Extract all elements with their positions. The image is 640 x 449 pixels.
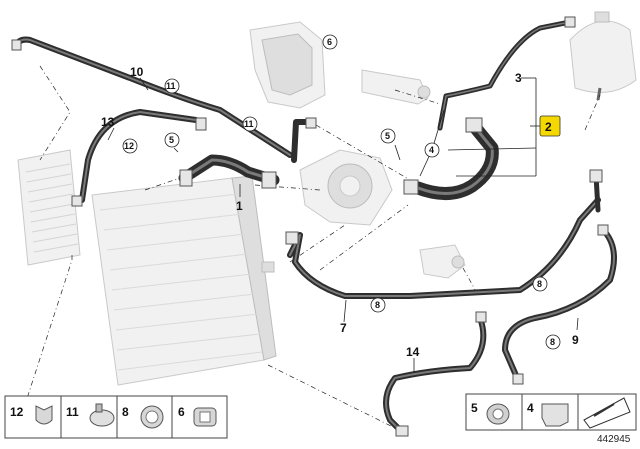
legend-label-8: 8	[122, 405, 129, 419]
water-pump	[299, 149, 393, 226]
hose-clamp-icon	[140, 405, 164, 429]
part-number-6: 6	[327, 37, 332, 47]
seal-arrow-icon	[583, 397, 631, 429]
part-number-4: 4	[429, 145, 434, 155]
legend-label-6: 6	[178, 405, 185, 419]
legend-right: 5 4	[465, 393, 637, 431]
part-number-5-left: 5	[169, 135, 174, 145]
part-number-9: 9	[572, 333, 579, 347]
part-number-11-b: 11	[244, 119, 254, 129]
document-id: 442945	[597, 434, 631, 445]
legend-label-12: 12	[10, 405, 24, 419]
legend-label-11: 11	[66, 405, 79, 419]
part-number-13: 13	[101, 115, 115, 129]
legend-label-5: 5	[471, 401, 478, 415]
main-radiator	[91, 175, 277, 386]
coupling-icon	[486, 403, 510, 425]
fittings	[11, 16, 609, 437]
legend-left: 12 11 8 6	[4, 395, 228, 439]
legend-label-4: 4	[527, 401, 534, 415]
bracket-clamp-icon	[541, 403, 569, 427]
auxiliary-radiator	[17, 149, 81, 266]
part-number-2: 2	[545, 120, 552, 134]
part-number-3: 3	[515, 71, 522, 85]
part-number-8-b: 8	[537, 279, 542, 289]
part-number-5-right: 5	[385, 131, 390, 141]
coolant-reservoir	[569, 11, 637, 101]
part-number-10: 10	[130, 65, 144, 79]
part-number-14: 14	[406, 345, 420, 359]
part-number-7: 7	[340, 321, 347, 335]
part-number-11-a: 11	[166, 81, 176, 91]
electric-pump	[419, 244, 466, 279]
clip-icon	[35, 405, 53, 425]
part-number-2-highlight: 2	[539, 115, 561, 137]
part-number-8-a: 8	[375, 300, 380, 310]
part-labels: 1 2 3 4 5 5 6 7 8 8 8 9 10 11 11 12 13 1…	[101, 34, 579, 359]
part-number-1: 1	[236, 199, 243, 213]
thermostat-part	[361, 69, 431, 105]
quick-coupling-icon	[193, 407, 217, 427]
spring-clamp-icon	[89, 403, 115, 427]
part-number-12: 12	[124, 141, 134, 151]
part-number-8-c: 8	[550, 337, 555, 347]
hoses	[13, 19, 617, 435]
expansion-tank-ghost	[249, 21, 326, 109]
